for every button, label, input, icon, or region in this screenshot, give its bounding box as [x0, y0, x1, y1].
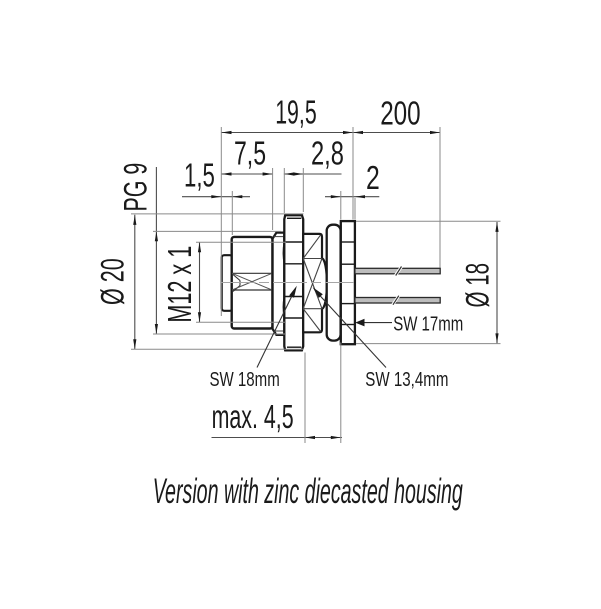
svg-text:PG 9: PG 9: [117, 163, 153, 212]
svg-text:SW 13,4mm: SW 13,4mm: [365, 368, 448, 391]
svg-text:Ø 20: Ø 20: [94, 258, 130, 305]
svg-text:7,5: 7,5: [234, 136, 266, 173]
svg-text:Ø 18: Ø 18: [460, 263, 496, 308]
svg-text:SW 18mm: SW 18mm: [210, 368, 280, 391]
svg-text:19,5: 19,5: [275, 94, 316, 131]
svg-text:2,8: 2,8: [311, 136, 344, 173]
svg-text:max. 4,5: max. 4,5: [212, 398, 294, 435]
svg-text:Version with zinc diecasted ho: Version with zinc diecasted housing: [153, 472, 463, 511]
svg-text:2: 2: [366, 161, 380, 197]
svg-text:SW 17mm: SW 17mm: [393, 312, 463, 335]
svg-text:M12 x 1: M12 x 1: [161, 246, 198, 323]
svg-text:200: 200: [380, 96, 420, 132]
svg-text:1,5: 1,5: [184, 157, 215, 193]
